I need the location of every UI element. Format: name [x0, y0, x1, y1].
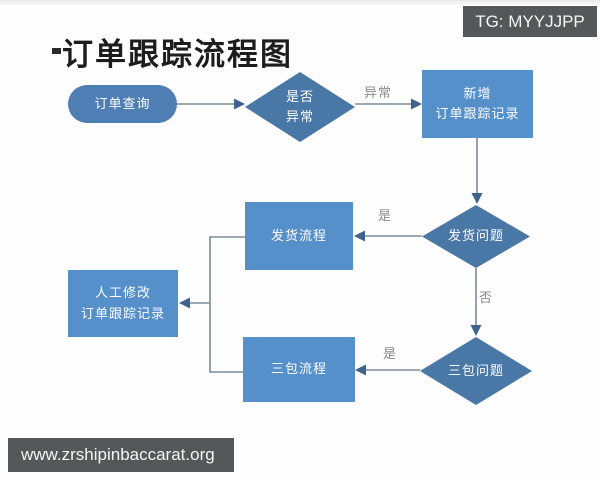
edge-merge-rail [209, 236, 245, 373]
arrowhead-down-icon [471, 193, 483, 204]
node-manual-edit-record: 人工修改 订单跟踪记录 [68, 270, 178, 337]
node-order-query: 订单查询 [68, 85, 177, 123]
arrowhead-left-icon [179, 297, 190, 309]
arrowhead-right-icon [234, 98, 245, 110]
edge-query-to-abnormal [177, 98, 245, 110]
edge-add-record-to-ship-issue [471, 138, 483, 204]
top-edge-shading [0, 0, 600, 6]
node-label: 发货流程 [270, 227, 327, 243]
edge-sanbao-issue-to-sanbao-process [355, 364, 420, 376]
arrowhead-down-icon [470, 325, 482, 336]
node-label: 三包流程 [270, 361, 327, 377]
node-label-line2: 异常 [285, 109, 314, 124]
node-label: 发货问题 [447, 228, 504, 244]
connector-line [209, 236, 245, 373]
node-label: 订单查询 [94, 95, 151, 111]
node-shipping-process: 发货流程 [245, 202, 353, 270]
page-title: 订单跟踪流程图 [62, 37, 293, 72]
title-tick-mark [52, 48, 61, 54]
tg-watermark-badge: TG: MYYJJPP [463, 6, 597, 37]
edge-label-no: 否 [479, 290, 494, 305]
node-label-line1: 人工修改 [94, 285, 151, 301]
edge-abnormal-to-add-record [355, 98, 422, 110]
arrowhead-left-icon [354, 230, 365, 242]
node-label-line1: 是否 [285, 88, 314, 104]
edge-ship-issue-to-sanbao-issue [470, 268, 482, 336]
edge-rail-to-manual-edit [179, 297, 210, 309]
arrowhead-left-icon [355, 364, 366, 376]
site-watermark-badge: www.zrshipinbaccarat.org [8, 438, 234, 472]
node-label-line2: 订单跟踪记录 [435, 106, 520, 121]
edge-ship-issue-to-ship-process [354, 230, 422, 242]
node-label-line1: 新增 [463, 85, 492, 101]
node-label: 三包问题 [447, 362, 504, 378]
edge-label-yes-shipping: 是 [378, 208, 393, 223]
node-label-line2: 订单跟踪记录 [80, 305, 165, 321]
node-add-tracking-record: 新增 订单跟踪记录 [422, 70, 533, 138]
edge-label-abnormal: 异常 [364, 85, 393, 100]
node-three-pack-process: 三包流程 [243, 337, 355, 402]
arrowhead-right-icon [411, 98, 422, 110]
edge-label-yes-three-pack: 是 [383, 346, 398, 361]
